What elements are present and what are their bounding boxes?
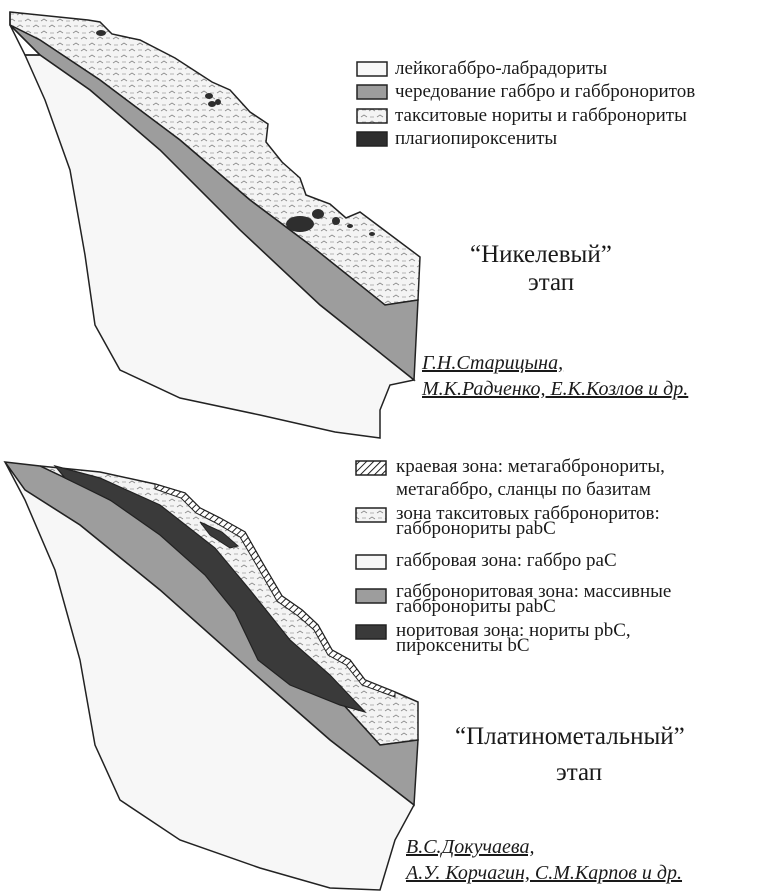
swatch-taxitic bbox=[357, 109, 387, 123]
upper-authors-line2: М.К.Радченко, Е.К.Козлов и др. bbox=[422, 376, 688, 402]
upper-authors-line1: Г.Н.Старицына, bbox=[422, 350, 563, 376]
legend-marginal-zone-line1: краевая зона: метагаббронориты, bbox=[396, 458, 665, 475]
legend-norite-zone-line2: пироксениты bC bbox=[396, 637, 530, 654]
swatch-marginal-zone bbox=[356, 461, 386, 475]
upper-title-line2: этап bbox=[528, 268, 574, 298]
legend-marginal-zone-line2: метагаббро, сланцы по базитам bbox=[396, 481, 651, 498]
legend-gabbronorite-zone-line2: габбронориты pabC bbox=[396, 598, 556, 615]
upper-legend-swatches bbox=[357, 62, 387, 146]
lower-title-line1: “Платинометальный” bbox=[455, 722, 685, 752]
lower-title-line2: этап bbox=[556, 758, 602, 788]
lower-section bbox=[5, 462, 418, 890]
legend-gabbro-zone: габбровая зона: габбро paC bbox=[396, 552, 617, 569]
swatch-plagiopyroxenite bbox=[357, 132, 387, 146]
legend-plagiopyroxenite: плагиопироксениты bbox=[395, 129, 557, 148]
swatch-gabbro-alternation bbox=[357, 85, 387, 99]
swatch-gabbro-zone bbox=[356, 555, 386, 569]
legend-leucogabbro: лейкогаббро-лабрадориты bbox=[395, 59, 607, 78]
lower-authors-line1: В.С.Докучаева, bbox=[406, 834, 534, 860]
swatch-leucogabbro bbox=[357, 62, 387, 76]
lower-authors-line2: А.У. Корчагин, С.М.Карпов и др. bbox=[406, 860, 682, 886]
legend-taxitic-zone-line2: габбронориты pabC bbox=[396, 520, 556, 537]
upper-title-line1: “Никелевый” bbox=[470, 240, 612, 270]
swatch-norite-zone bbox=[356, 625, 386, 639]
lower-legend-swatches bbox=[356, 461, 386, 639]
legend-taxitic: такситовые нориты и габбронориты bbox=[395, 106, 687, 125]
swatch-gabbronorite-zone bbox=[356, 589, 386, 603]
legend-gabbro-alternation: чередование габбро и габброноритов bbox=[395, 82, 695, 101]
swatch-taxitic-gabbronorite-zone bbox=[356, 508, 386, 522]
